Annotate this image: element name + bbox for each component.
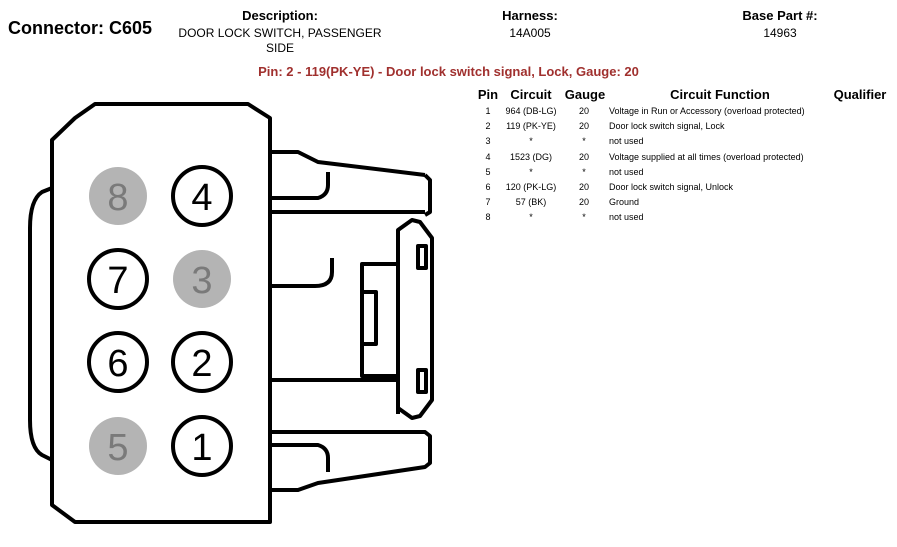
row-pin: 8 (485, 212, 491, 223)
row-gauge: 20 (578, 106, 589, 116)
row-circuit: * (529, 166, 533, 177)
row-function: Ground (609, 197, 640, 208)
pin-cavity-circle (173, 250, 231, 308)
row-circuit: 1523 (DG) (509, 151, 553, 162)
pin-cavity-circle (171, 165, 233, 227)
pin-8: 8 (89, 167, 147, 225)
pin-2: 2 (171, 331, 233, 393)
row-pin: 6 (485, 182, 491, 192)
pin-number: 5 (107, 427, 128, 469)
harness-header: Harness: (502, 8, 558, 23)
row-function: Door lock switch signal, Lock (609, 121, 725, 132)
row-function: not used (609, 212, 644, 223)
col-header-pin: Pin (477, 87, 499, 102)
base-part-header: Base Part #: (742, 8, 818, 23)
pin-number: 4 (191, 177, 212, 219)
row-gauge: 20 (578, 121, 589, 132)
row-circuit: * (529, 136, 533, 147)
col-header-circuit: Circuit (510, 87, 552, 102)
pin-cavity-circle (89, 167, 147, 225)
row-function: Voltage supplied at all times (overload … (609, 151, 804, 162)
pin-number: 6 (107, 343, 128, 385)
col-header-qualifier: Qualifier (833, 87, 887, 102)
row-function: not used (609, 166, 644, 177)
row-circuit: 119 (PK-YE) (506, 121, 556, 132)
pin-1: 1 (171, 415, 233, 477)
row-gauge: * (582, 136, 586, 147)
row-pin: 1 (485, 106, 491, 116)
row-function: Door lock switch signal, Unlock (609, 182, 734, 192)
row-gauge: 20 (578, 151, 589, 162)
pin-cavity-circle (89, 417, 147, 475)
row-circuit: * (529, 212, 533, 223)
pin-number: 3 (191, 260, 212, 302)
row-pin: 5 (485, 166, 491, 177)
description-header: Description: (242, 8, 318, 23)
harness-value: 14A005 (509, 26, 551, 40)
pin-6: 6 (87, 331, 149, 393)
base-part-value: 14963 (763, 26, 797, 40)
row-pin: 7 (485, 197, 491, 208)
pin-number: 8 (107, 177, 128, 219)
row-pin: 4 (485, 151, 491, 162)
row-circuit: 964 (DB-LG) (505, 106, 557, 116)
row-gauge: 20 (578, 197, 589, 208)
row-circuit: 120 (PK-LG) (505, 182, 557, 192)
row-function: Voltage in Run or Accessory (overload pr… (609, 106, 805, 116)
row-pin: 3 (485, 136, 491, 147)
pin-7: 7 (87, 248, 149, 310)
pin-5: 5 (89, 417, 147, 475)
row-circuit: 57 (BK) (515, 197, 547, 208)
connector-label: Connector: C605 (8, 18, 153, 38)
col-header-gauge: Gauge (564, 87, 606, 102)
pin-number: 1 (191, 427, 212, 469)
row-gauge: * (582, 166, 586, 177)
col-header-function: Circuit Function (670, 87, 770, 102)
description-line-1: DOOR LOCK SWITCH, PASSENGER (178, 26, 382, 40)
pin-cavity-circle (171, 331, 233, 393)
connector-housing (28, 102, 434, 524)
pin-cavity-circle (87, 331, 149, 393)
row-gauge: 20 (578, 182, 589, 192)
pin-cavities: 8 4 7 3 6 2 5 1 (87, 165, 233, 477)
row-function: not used (609, 136, 644, 147)
selected-pin-info: Pin: 2 - 119(PK-YE) - Door lock switch s… (258, 64, 639, 79)
pin-4: 4 (171, 165, 233, 227)
row-pin: 2 (485, 121, 491, 132)
pin-number: 2 (191, 343, 212, 385)
pin-number: 7 (107, 260, 128, 302)
pin-cavity-circle (87, 248, 149, 310)
description-line-2: SIDE (265, 41, 294, 55)
pin-3: 3 (173, 250, 231, 308)
pin-cavity-circle (171, 415, 233, 477)
row-gauge: * (582, 212, 586, 223)
